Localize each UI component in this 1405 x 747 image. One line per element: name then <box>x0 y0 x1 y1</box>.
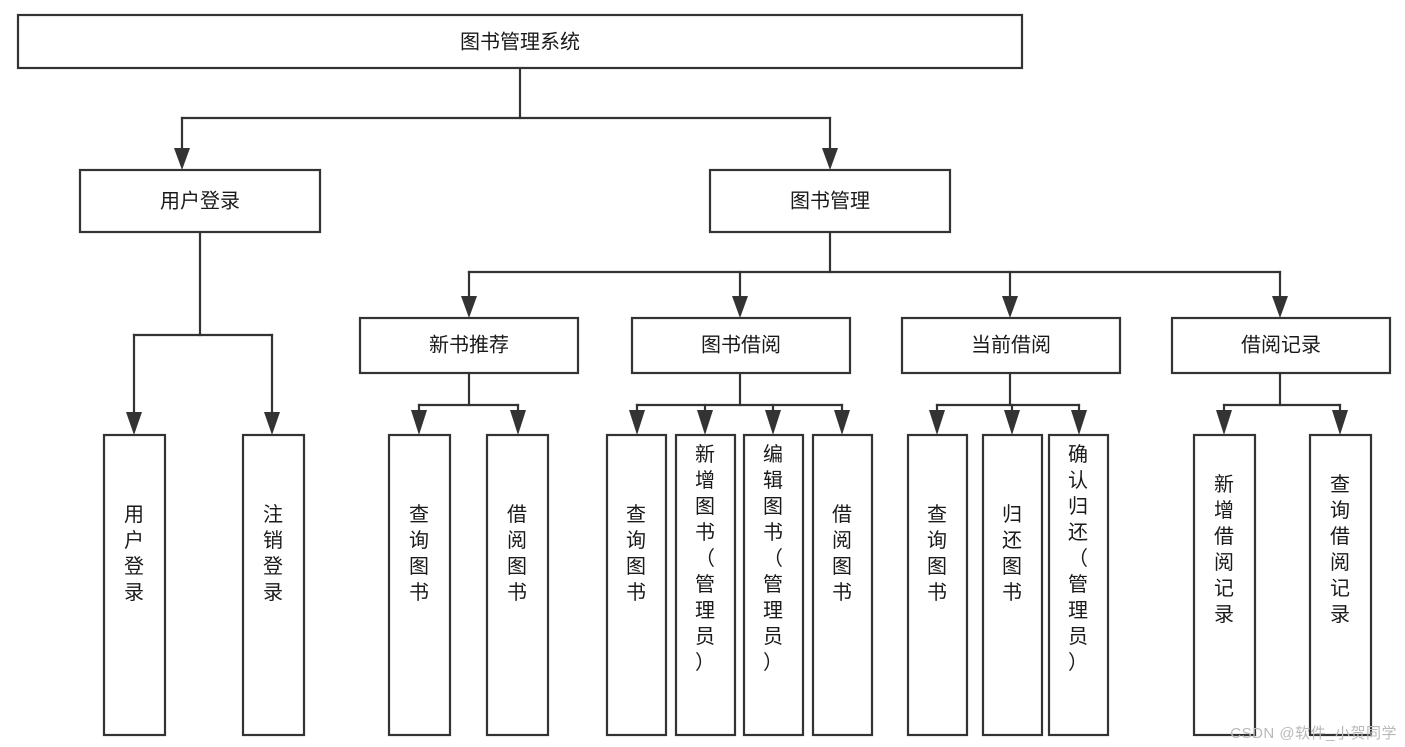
arrow-cb-leaf-2-icon <box>1071 410 1087 435</box>
leaf-user-login-0[interactable]: 用户登录 <box>102 433 167 737</box>
node-root-box[interactable] <box>16 13 1024 70</box>
node-user-login[interactable]: 用户登录 <box>78 168 322 234</box>
node-borrow-record[interactable]: 借阅记录 <box>1170 316 1392 375</box>
arrow-bm-child-2-icon <box>1002 296 1018 318</box>
leaf-book-borrow-1-box[interactable] <box>674 433 737 737</box>
leaf-book-borrow-0-label: 查询图书 <box>626 503 646 604</box>
arrow-nbr-leaf-1-icon <box>510 410 526 435</box>
csdn-watermark: CSDN @软件_小贺同学 <box>1230 725 1397 742</box>
arrow-bb-leaf-3-icon <box>834 410 850 435</box>
leaf-borrow-record-1-label: 查询借阅记录 <box>1330 473 1350 626</box>
leaf-book-borrow-2-box[interactable] <box>742 433 805 737</box>
leaf-book-borrow-2[interactable]: 编辑图书（管理员） <box>742 433 805 737</box>
node-book-manage[interactable]: 图书管理 <box>708 168 952 234</box>
node-current-borrow-box[interactable] <box>900 316 1122 375</box>
connector-layer <box>126 66 1348 435</box>
leaf-current-borrow-2-box[interactable] <box>1047 433 1110 737</box>
arrow-to-user-login-icon <box>174 148 190 170</box>
node-book-borrow[interactable]: 图书借阅 <box>630 316 852 375</box>
leaf-borrow-record-0-label: 新增借阅记录 <box>1214 473 1234 626</box>
leaf-user-login-0-box[interactable] <box>102 433 167 737</box>
node-new-book-recommend-box[interactable] <box>358 316 580 375</box>
leaf-borrow-record-1-box[interactable] <box>1308 433 1373 737</box>
leaf-current-borrow-2[interactable]: 确认归还（管理员） <box>1047 433 1110 737</box>
leaf-user-login-1[interactable]: 注销登录 <box>241 433 306 737</box>
node-current-borrow[interactable]: 当前借阅 <box>900 316 1122 375</box>
arrow-bb-leaf-1-icon <box>697 410 713 435</box>
node-root[interactable]: 图书管理系统 <box>16 13 1024 70</box>
leaf-new-book-recommend-1[interactable]: 借阅图书 <box>485 433 550 737</box>
arrow-br-leaf-1-icon <box>1332 410 1348 435</box>
arrow-cb-leaf-1-icon <box>1004 410 1020 435</box>
arrow-bb-leaf-0-icon <box>629 410 645 435</box>
arrow-ul-leaf-1-icon <box>264 412 280 435</box>
node-current-borrow-label: 当前借阅 <box>971 333 1051 356</box>
node-root-label: 图书管理系统 <box>460 30 580 53</box>
leaf-current-borrow-1[interactable]: 归还图书 <box>981 433 1044 737</box>
leaf-user-login-0-label: 用户登录 <box>124 504 144 604</box>
node-book-borrow-box[interactable] <box>630 316 852 375</box>
leaf-book-borrow-3-label: 借阅图书 <box>832 503 852 604</box>
node-new-book-recommend-label: 新书推荐 <box>429 333 509 356</box>
arrow-bb-leaf-2-icon <box>765 410 781 435</box>
node-book-borrow-label: 图书借阅 <box>701 333 781 356</box>
node-new-book-recommend[interactable]: 新书推荐 <box>358 316 580 375</box>
leaf-user-login-1-label: 注销登录 <box>263 503 283 604</box>
leaf-new-book-recommend-0-label: 查询图书 <box>409 503 429 604</box>
node-book-manage-label: 图书管理 <box>790 189 870 212</box>
leaf-current-borrow-1-label: 归还图书 <box>1002 503 1022 604</box>
leaf-borrow-record-1[interactable]: 查询借阅记录 <box>1308 433 1373 737</box>
leaf-book-borrow-3[interactable]: 借阅图书 <box>811 433 874 737</box>
leaf-book-borrow-2-label: 编辑图书（管理员） <box>763 443 783 674</box>
leaf-new-book-recommend-0-box[interactable] <box>387 433 452 737</box>
arrow-bm-child-1-icon <box>732 296 748 318</box>
node-borrow-record-box[interactable] <box>1170 316 1392 375</box>
leaf-book-borrow-0[interactable]: 查询图书 <box>605 433 668 737</box>
leaf-borrow-record-0[interactable]: 新增借阅记录 <box>1192 433 1257 737</box>
arrow-bm-child-0-icon <box>461 296 477 318</box>
leaf-user-login-1-box[interactable] <box>241 433 306 737</box>
leaf-borrow-record-0-box[interactable] <box>1192 433 1257 737</box>
arrow-to-book-manage-icon <box>822 148 838 170</box>
leaf-new-book-recommend-1-box[interactable] <box>485 433 550 737</box>
leaf-book-borrow-3-box[interactable] <box>811 433 874 737</box>
leaf-current-borrow-0-box[interactable] <box>906 433 969 737</box>
node-user-login-label: 用户登录 <box>160 189 240 212</box>
node-borrow-record-label: 借阅记录 <box>1241 333 1321 356</box>
leaf-new-book-recommend-0[interactable]: 查询图书 <box>387 433 452 737</box>
arrow-nbr-leaf-0-icon <box>411 410 427 435</box>
leaf-book-borrow-1-label: 新增图书（管理员） <box>695 443 715 674</box>
arrow-cb-leaf-0-icon <box>929 410 945 435</box>
arrow-ul-leaf-0-icon <box>126 412 142 435</box>
leaf-current-borrow-0[interactable]: 查询图书 <box>906 433 969 737</box>
leaf-current-borrow-2-label: 确认归还（管理员） <box>1068 443 1088 674</box>
node-book-manage-box[interactable] <box>708 168 952 234</box>
leaf-current-borrow-0-label: 查询图书 <box>927 503 947 604</box>
arrow-br-leaf-0-icon <box>1216 410 1232 435</box>
leaf-book-borrow-1[interactable]: 新增图书（管理员） <box>674 433 737 737</box>
node-user-login-box[interactable] <box>78 168 322 234</box>
leaf-new-book-recommend-1-label: 借阅图书 <box>507 503 527 604</box>
arrow-bm-child-3-icon <box>1272 296 1288 318</box>
leaf-current-borrow-1-box[interactable] <box>981 433 1044 737</box>
leaf-book-borrow-0-box[interactable] <box>605 433 668 737</box>
